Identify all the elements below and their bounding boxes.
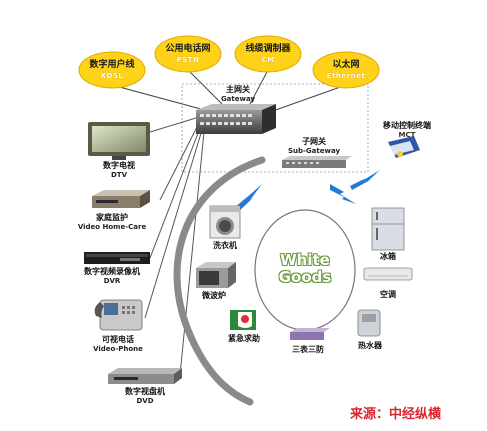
home-care-name: 家庭监护 <box>96 213 128 222</box>
fridge-device <box>371 207 405 251</box>
service-cm-sub: CM <box>261 56 275 64</box>
three-meters-device <box>290 328 330 340</box>
gateway-name: 主网关 <box>226 85 250 94</box>
dvd-name: 数字视盘机 <box>125 387 165 396</box>
mct-device <box>388 136 420 158</box>
service-ethernet-name: 以太网 <box>332 60 360 70</box>
sub-gateway-sub: Sub-Gateway <box>287 147 341 155</box>
sub-gateway-device <box>282 156 352 168</box>
video-phone-sub: Video-Phone <box>93 345 143 353</box>
home-care-sub: Video Home-Care <box>77 223 147 231</box>
service-cm-label: 线缆调制器 CM <box>236 44 300 66</box>
gateway-label: 主网关 Gateway <box>210 84 266 103</box>
service-cm-name: 线缆调制器 <box>245 44 291 54</box>
dtv-device <box>88 122 150 160</box>
dtv-sub: DTV <box>110 171 127 179</box>
dvr-label: 数字视频录像机 DVR <box>64 266 160 285</box>
service-oval-cm <box>234 35 302 73</box>
dvr-device <box>84 252 150 264</box>
home-care-label: 家庭监护 Video Home-Care <box>62 212 162 231</box>
service-oval-xdsl <box>78 51 146 89</box>
gateway-sub: Gateway <box>220 95 256 103</box>
emergency-help-device <box>230 310 256 330</box>
service-ethernet-sub: Ethernet <box>326 72 366 80</box>
main-gateway-device <box>196 104 276 134</box>
fridge-label: 冰箱 <box>380 252 396 261</box>
video-phone-device <box>94 299 143 331</box>
device-connector-lines <box>144 117 205 376</box>
white-goods-title-line2: Goods <box>278 268 332 286</box>
air-conditioner-label: 空调 <box>380 290 396 299</box>
home-care-device <box>92 190 150 208</box>
water-heater-label: 热水器 <box>358 341 382 350</box>
washing-machine-device <box>209 205 241 239</box>
service-pstn-name: 公用电话网 <box>165 44 211 54</box>
dtv-label: 数字电视 DTV <box>84 160 154 179</box>
service-ethernet-label: 以太网 Ethernet <box>314 60 378 82</box>
dvr-name: 数字视频录像机 <box>84 267 140 276</box>
service-xdsl-name: 数字用户线 <box>89 60 135 70</box>
microwave-device <box>196 262 236 288</box>
service-connector-lines <box>111 69 347 113</box>
service-oval-ethernet <box>312 51 380 89</box>
mct-label: 移动控制终端 MCT <box>372 120 442 139</box>
sub-gateway-label: 子网关 Sub-Gateway <box>282 136 346 155</box>
dvd-sub: DVD <box>136 397 154 405</box>
water-heater-device <box>357 309 381 337</box>
mct-name: 移动控制终端 <box>383 121 431 130</box>
service-xdsl-label: 数字用户线 XDSL <box>80 60 144 82</box>
dvr-sub: DVR <box>103 277 121 285</box>
emergency-help-label: 紧急求助 <box>228 334 260 343</box>
washing-machine-label: 洗衣机 <box>213 241 237 250</box>
mct-sub: MCT <box>398 131 416 139</box>
service-xdsl-sub: XDSL <box>100 72 124 80</box>
sub-gateway-name: 子网关 <box>302 137 326 146</box>
air-conditioner-device <box>363 267 413 281</box>
video-phone-label: 可视电话 Video-Phone <box>80 334 156 353</box>
dtv-name: 数字电视 <box>103 161 135 170</box>
dvd-label: 数字视盘机 DVD <box>110 386 180 405</box>
three-meters-label: 三表三防 <box>292 345 324 354</box>
service-oval-pstn <box>154 35 222 73</box>
service-pstn-label: 公用电话网 PSTN <box>156 44 220 66</box>
dvd-device <box>108 368 182 384</box>
white-goods-title: White Goods <box>270 252 340 286</box>
gateway-dotted-frame <box>181 83 369 173</box>
video-phone-name: 可视电话 <box>102 335 134 344</box>
microwave-label: 微波炉 <box>202 291 226 300</box>
service-pstn-sub: PSTN <box>176 56 200 64</box>
white-goods-title-line1: White <box>280 251 330 269</box>
source-credit: 来源：中经纵横 <box>350 407 442 422</box>
big-arc <box>173 156 266 406</box>
